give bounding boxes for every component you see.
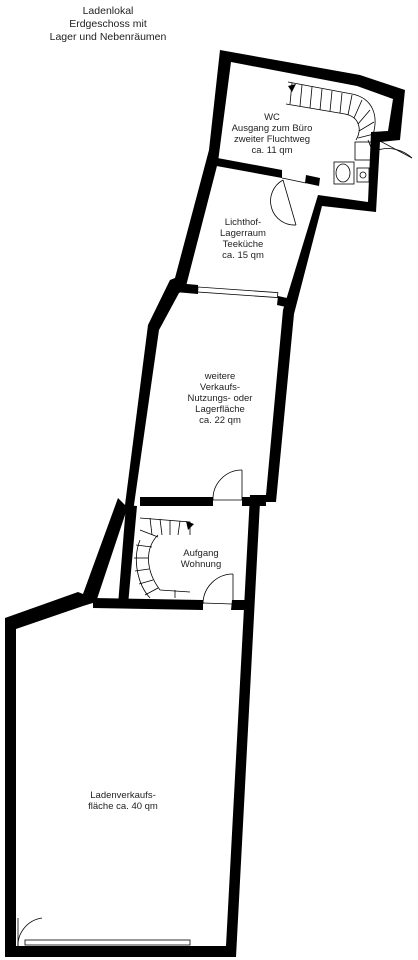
interior-wall-wc-lichthof-right [305, 175, 320, 186]
room-label-wc: WC Ausgang zum Büro zweiter Fluchtweg ca… [232, 112, 313, 156]
laden-line-2: fläche ca. 40 qm [88, 801, 158, 812]
interior-wall-weitere-aufgang-right [242, 497, 266, 506]
weitere-line-3: Nutzungs- oder [188, 393, 253, 404]
shop-front-window [24, 939, 191, 946]
door-wc-lichthof [270, 177, 307, 226]
weitere-line-2: Verkaufs- [200, 382, 240, 393]
wc-line-3: zweiter Fluchtweg [234, 134, 310, 145]
interior-wall-aufgang-laden-left [93, 598, 203, 610]
staircase-wc [285, 81, 376, 141]
title-line-1: Ladenlokal [83, 5, 134, 17]
interior-wall-weitere-aufgang-left [140, 497, 213, 506]
weitere-line-5: ca. 22 qm [199, 415, 241, 426]
wc-line-4: ca. 11 qm [251, 145, 292, 156]
interior-wall-lichthof-weitere-left [175, 283, 198, 294]
wc-line-2: Ausgang zum Büro [232, 123, 313, 134]
interior-wall-aufgang-laden-right [231, 600, 247, 610]
interior-wall-aufgang-left [118, 505, 137, 605]
room-label-weitere: weitere Verkaufs- Nutzungs- oder Lagerfl… [188, 371, 253, 426]
door-weitere-aufgang [212, 469, 243, 501]
aufgang-line-1: Aufgang [183, 548, 218, 559]
plan-title: Ladenlokal Erdgeschoss mit Lager und Neb… [50, 5, 167, 43]
window-lichthof [197, 286, 279, 298]
door-shop-entrance [17, 917, 43, 949]
door-aufgang-laden [202, 573, 234, 605]
room-label-aufgang: Aufgang Wohnung [181, 548, 222, 570]
laden-line-1: Ladenverkaufs- [90, 790, 155, 801]
title-line-3: Lager und Nebenräumen [50, 31, 167, 43]
weitere-line-4: Lagerfläche [195, 404, 245, 415]
lichthof-line-2: Lagerraum [220, 228, 266, 239]
lichthof-line-3: Teeküche [223, 239, 264, 250]
door-wc-exit [367, 139, 413, 166]
aufgang-line-2: Wohnung [181, 559, 222, 570]
title-line-2: Erdgeschoss mit [69, 18, 147, 30]
room-label-laden: Ladenverkaufs- fläche ca. 40 qm [88, 790, 158, 812]
staircase-aufgang [134, 517, 194, 599]
wc-fixtures [333, 141, 376, 185]
weitere-line-1: weitere [204, 371, 236, 382]
room-label-lichthof: Lichthof- Lagerraum Teeküche ca. 15 qm [220, 217, 266, 261]
lichthof-line-4: ca. 15 qm [222, 250, 264, 261]
interior-wall-wc-lichthof [211, 157, 282, 178]
interior-wall-lichthof-weitere-right [277, 296, 296, 309]
lichthof-line-1: Lichthof- [225, 217, 261, 228]
wc-line-1: WC [264, 112, 280, 123]
